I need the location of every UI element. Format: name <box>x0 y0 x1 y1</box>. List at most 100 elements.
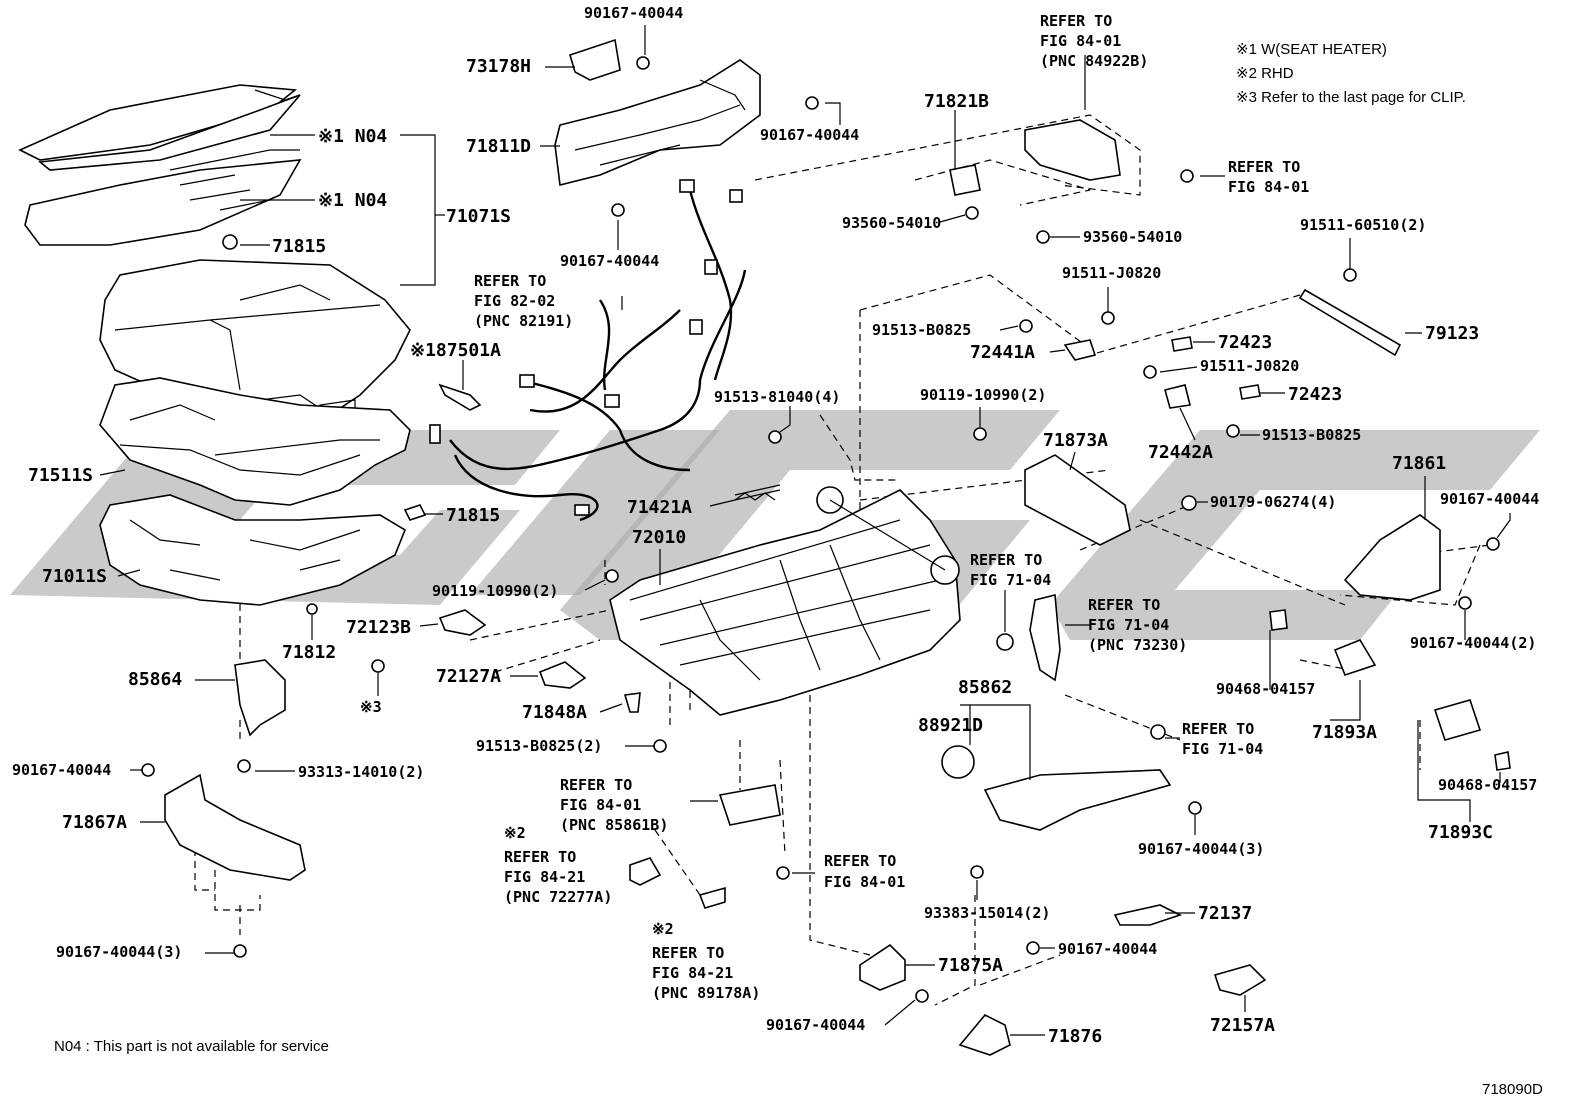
label-93383-15014: 93383-15014(2) <box>924 904 1050 922</box>
label-88921D: 88921D <box>918 715 983 736</box>
label-x3: ※3 <box>360 698 382 716</box>
seat-adjuster-72010 <box>609 484 961 716</box>
label-72127A: 72127A <box>436 666 501 687</box>
figure-id: 718090D <box>1482 1081 1543 1098</box>
refer-pnc-label: (PNC 84922B) <box>1040 52 1148 70</box>
label-90167-40044: 90167-40044 <box>1058 940 1157 958</box>
refer-to-label: REFER TO <box>474 272 546 290</box>
leader-lines <box>99 25 1511 1036</box>
label-90167-40044: 90167-40044 <box>560 252 659 270</box>
cover-72157A <box>1213 964 1267 996</box>
refer-fig-label: FIG 84-21 <box>652 964 733 982</box>
label-71861: 71861 <box>1392 453 1446 474</box>
label-187501A: ※187501A <box>410 340 501 361</box>
label-72010: 72010 <box>632 527 686 548</box>
bracket-72441A <box>1063 339 1097 361</box>
cover-72137 <box>1113 904 1183 926</box>
label-72423: 72423 <box>1218 332 1272 353</box>
refer-to-label: REFER TO <box>824 852 896 870</box>
label-85864: 85864 <box>128 669 182 690</box>
label-91511-60510: 91511-60510(2) <box>1300 216 1426 234</box>
label-91513-B0825: 91513-B0825 <box>1262 426 1361 444</box>
label-90167-40044: 90167-40044 <box>584 4 683 22</box>
label-91511-J0820: 91511-J0820 <box>1200 357 1299 375</box>
refer-to-label: REFER TO <box>1088 596 1160 614</box>
seat-heater-sheet <box>18 84 302 246</box>
wire-harness-82191 <box>429 179 747 522</box>
refer-fig-label: FIG 84-01 <box>824 873 905 891</box>
label-91513-B0825: 91513-B0825 <box>872 321 971 339</box>
label-90119-10990: 90119-10990(2) <box>432 582 558 600</box>
label-90119-10990: 90119-10990(2) <box>920 386 1046 404</box>
rail-cover-71873A <box>1024 454 1131 546</box>
part-89178A <box>698 886 726 909</box>
label-72137: 72137 <box>1198 903 1252 924</box>
refer-fig-label: FIG 84-01 <box>1040 32 1121 50</box>
label-71421A: 71421A <box>627 497 692 518</box>
legend-note-clip: ※3 Refer to the last page for CLIP. <box>1236 89 1466 106</box>
refer-fig-label: FIG 71-04 <box>1088 616 1169 634</box>
label-71815: 71815 <box>272 236 326 257</box>
clip-72423a <box>1171 336 1193 352</box>
label-71812: 71812 <box>282 642 336 663</box>
cover-72127A <box>538 661 587 689</box>
bracket-71821B <box>949 164 981 196</box>
bracket-71893A <box>1333 639 1377 676</box>
belt-73230 <box>1029 593 1061 682</box>
label-72441A: 72441A <box>970 342 1035 363</box>
clip-72423b <box>1239 384 1261 400</box>
label-71811D: 71811D <box>466 136 531 157</box>
label-71511S: 71511S <box>28 465 93 486</box>
label-71893C: 71893C <box>1428 822 1493 843</box>
label-90167-40044-2: 90167-40044(2) <box>1410 634 1536 652</box>
cover-73178H <box>569 38 621 81</box>
label-93313-14010: 93313-14010(2) <box>298 763 424 781</box>
label-72442A: 72442A <box>1148 442 1213 463</box>
footnote-n04: N04 : This part is not available for ser… <box>54 1038 329 1055</box>
label-72157A: 72157A <box>1210 1015 1275 1036</box>
label-rhd-note: ※2 <box>504 824 526 842</box>
refer-pnc-label: (PNC 89178A) <box>652 984 760 1002</box>
ecu-85861B <box>718 784 781 826</box>
refer-pnc-label: (PNC 72277A) <box>504 888 612 906</box>
refer-fig-label: FIG 82-02 <box>474 292 555 310</box>
bolts <box>141 56 1500 1003</box>
bar-79123 <box>1298 288 1402 357</box>
ring-71-04 <box>996 633 1014 651</box>
label-90167-40044-3: 90167-40044(3) <box>56 943 182 961</box>
label-91513-B0825-2: 91513-B0825(2) <box>476 737 602 755</box>
cover-71876 <box>958 1014 1011 1056</box>
refer-to-label: REFER TO <box>1228 158 1300 176</box>
refer-to-label: REFER TO <box>1182 720 1254 738</box>
refer-fig-label: FIG 84-01 <box>1228 178 1309 196</box>
label-71867A: 71867A <box>62 812 127 833</box>
label-71848A: 71848A <box>522 702 587 723</box>
label-90179-06274: 90179-06274(4) <box>1210 493 1336 511</box>
legend-note-rhd: ※2 RHD <box>1236 65 1294 82</box>
part-85864 <box>234 659 286 737</box>
clip-90468b <box>1494 751 1511 771</box>
cover-71867A <box>164 773 306 881</box>
refer-pnc-label: (PNC 73230) <box>1088 636 1187 654</box>
label-90167-40044: 90167-40044 <box>12 761 111 779</box>
clip-90468a <box>1269 609 1288 631</box>
label-71821B: 71821B <box>924 91 989 112</box>
label-90167-40044-3: 90167-40044(3) <box>1138 840 1264 858</box>
label-90468-04157: 90468-04157 <box>1438 776 1537 794</box>
refer-to-label: REFER TO <box>504 848 576 866</box>
pin-71848A <box>623 692 641 713</box>
label-71893A: 71893A <box>1312 722 1377 743</box>
clip-x3 <box>371 659 385 673</box>
refer-fig-label: FIG 71-04 <box>1182 740 1263 758</box>
seat-frame-71011S <box>99 494 406 606</box>
knob-88921D <box>941 745 975 779</box>
label-n04: ※1 N04 <box>318 126 387 147</box>
label-91513-81040: 91513-81040(4) <box>714 388 840 406</box>
label-90167-40044: 90167-40044 <box>760 126 859 144</box>
label-71011S: 71011S <box>42 566 107 587</box>
refer-fig-label: FIG 84-21 <box>504 868 585 886</box>
label-72423: 72423 <box>1288 384 1342 405</box>
bracket-72442A <box>1164 384 1191 409</box>
